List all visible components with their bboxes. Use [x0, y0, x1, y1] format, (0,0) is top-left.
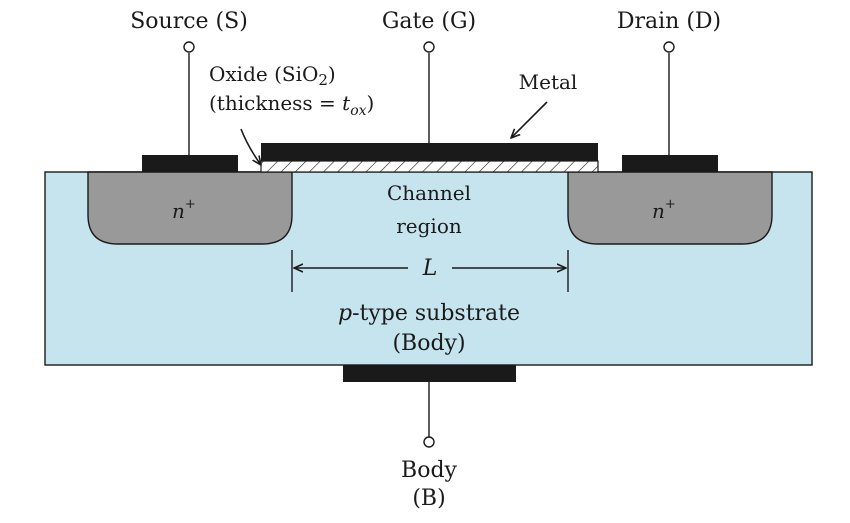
oxide-pointer-arrow	[240, 128, 261, 165]
metal-label: Metal	[519, 70, 578, 94]
channel-label: Channel	[387, 181, 471, 205]
body-b-label: (B)	[412, 486, 445, 511]
source-n-plus-label: n+	[172, 197, 196, 223]
gate-metal	[261, 143, 598, 161]
drain-terminal	[663, 41, 675, 53]
metal-pointer-arrow	[511, 101, 548, 138]
substrate-body-label: (Body)	[392, 331, 465, 356]
oxide-label: Oxide (SiO2)	[209, 62, 336, 89]
drain-n-plus-region	[567, 171, 773, 245]
drain-label: Drain (D)	[617, 9, 721, 34]
channel-region-label: region	[396, 214, 462, 238]
gate-terminal	[423, 41, 435, 53]
substrate-label: p-type substrate	[338, 301, 520, 326]
length-label: L	[422, 256, 438, 281]
source-terminal	[183, 41, 195, 53]
body-terminal	[423, 436, 435, 448]
source-n-plus-region	[87, 171, 293, 245]
oxide-thickness-label: (thickness = tox)	[209, 91, 374, 119]
source-contact	[142, 155, 238, 172]
gate-label: Gate (G)	[382, 9, 476, 34]
drain-n-plus-label: n+	[652, 197, 676, 223]
drain-contact	[622, 155, 718, 172]
source-label: Source (S)	[130, 9, 248, 34]
body-label: Body	[401, 458, 457, 483]
body-contact	[343, 365, 516, 382]
oxide-layer	[260, 160, 599, 173]
